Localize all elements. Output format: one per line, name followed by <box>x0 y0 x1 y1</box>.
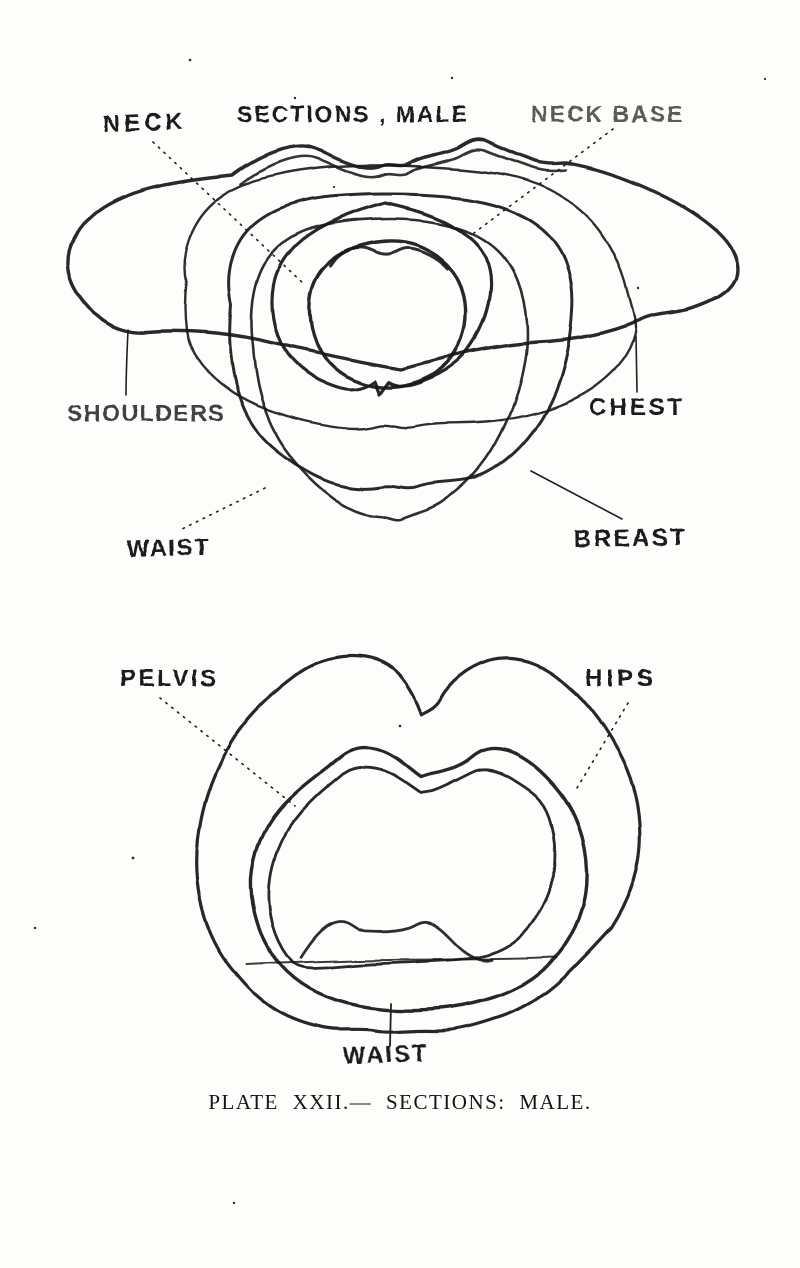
leader-waist-lower <box>389 1003 392 1047</box>
pelvis-sections-figure <box>195 654 642 1034</box>
label-neck-base: NECK BASE <box>531 101 684 127</box>
hand-lettered-labels: SECTIONS , MALE NECK NECK BASE SHOULDERS… <box>67 101 688 1070</box>
plate-caption: PLATE XXII.— SECTIONS: MALE. <box>208 1090 592 1114</box>
leader-neck-base <box>469 128 614 237</box>
contour-waist-lower <box>267 766 557 969</box>
label-pelvis: PELVIS <box>120 665 219 692</box>
leader-neck <box>152 141 306 286</box>
label-neck: NECK <box>102 108 187 138</box>
leader-chest <box>635 335 638 393</box>
torso-leader-lines <box>125 128 638 531</box>
figure-title: SECTIONS , MALE <box>237 101 469 127</box>
leader-hips <box>573 702 629 794</box>
label-waist-upper: WAIST <box>126 534 210 563</box>
leader-breast <box>530 470 623 520</box>
contour-neck-top-cap <box>329 245 450 270</box>
contour-neck-base <box>270 201 493 396</box>
pelvis-leader-lines <box>159 697 629 1047</box>
contour-hips <box>195 654 642 1034</box>
contour-chest <box>183 164 638 430</box>
label-waist-lower: WAIST <box>342 1040 429 1070</box>
contour-pelvis <box>249 745 589 1012</box>
paper-specks <box>33 58 767 1205</box>
contour-breast <box>227 192 574 490</box>
leader-waist-upper <box>179 487 266 531</box>
waist-back-line <box>299 919 494 962</box>
contour-neck <box>308 239 468 389</box>
label-breast: BREAST <box>574 524 688 553</box>
leader-shoulders <box>125 329 129 396</box>
label-hips: HIPS <box>585 665 657 692</box>
label-shoulders: SHOULDERS <box>67 400 225 426</box>
leader-pelvis <box>159 697 296 807</box>
contour-shoulders-inner-top <box>239 147 568 186</box>
torso-sections-figure <box>66 137 740 522</box>
label-chest: CHEST <box>589 394 685 421</box>
waist-chord-line <box>246 956 558 965</box>
